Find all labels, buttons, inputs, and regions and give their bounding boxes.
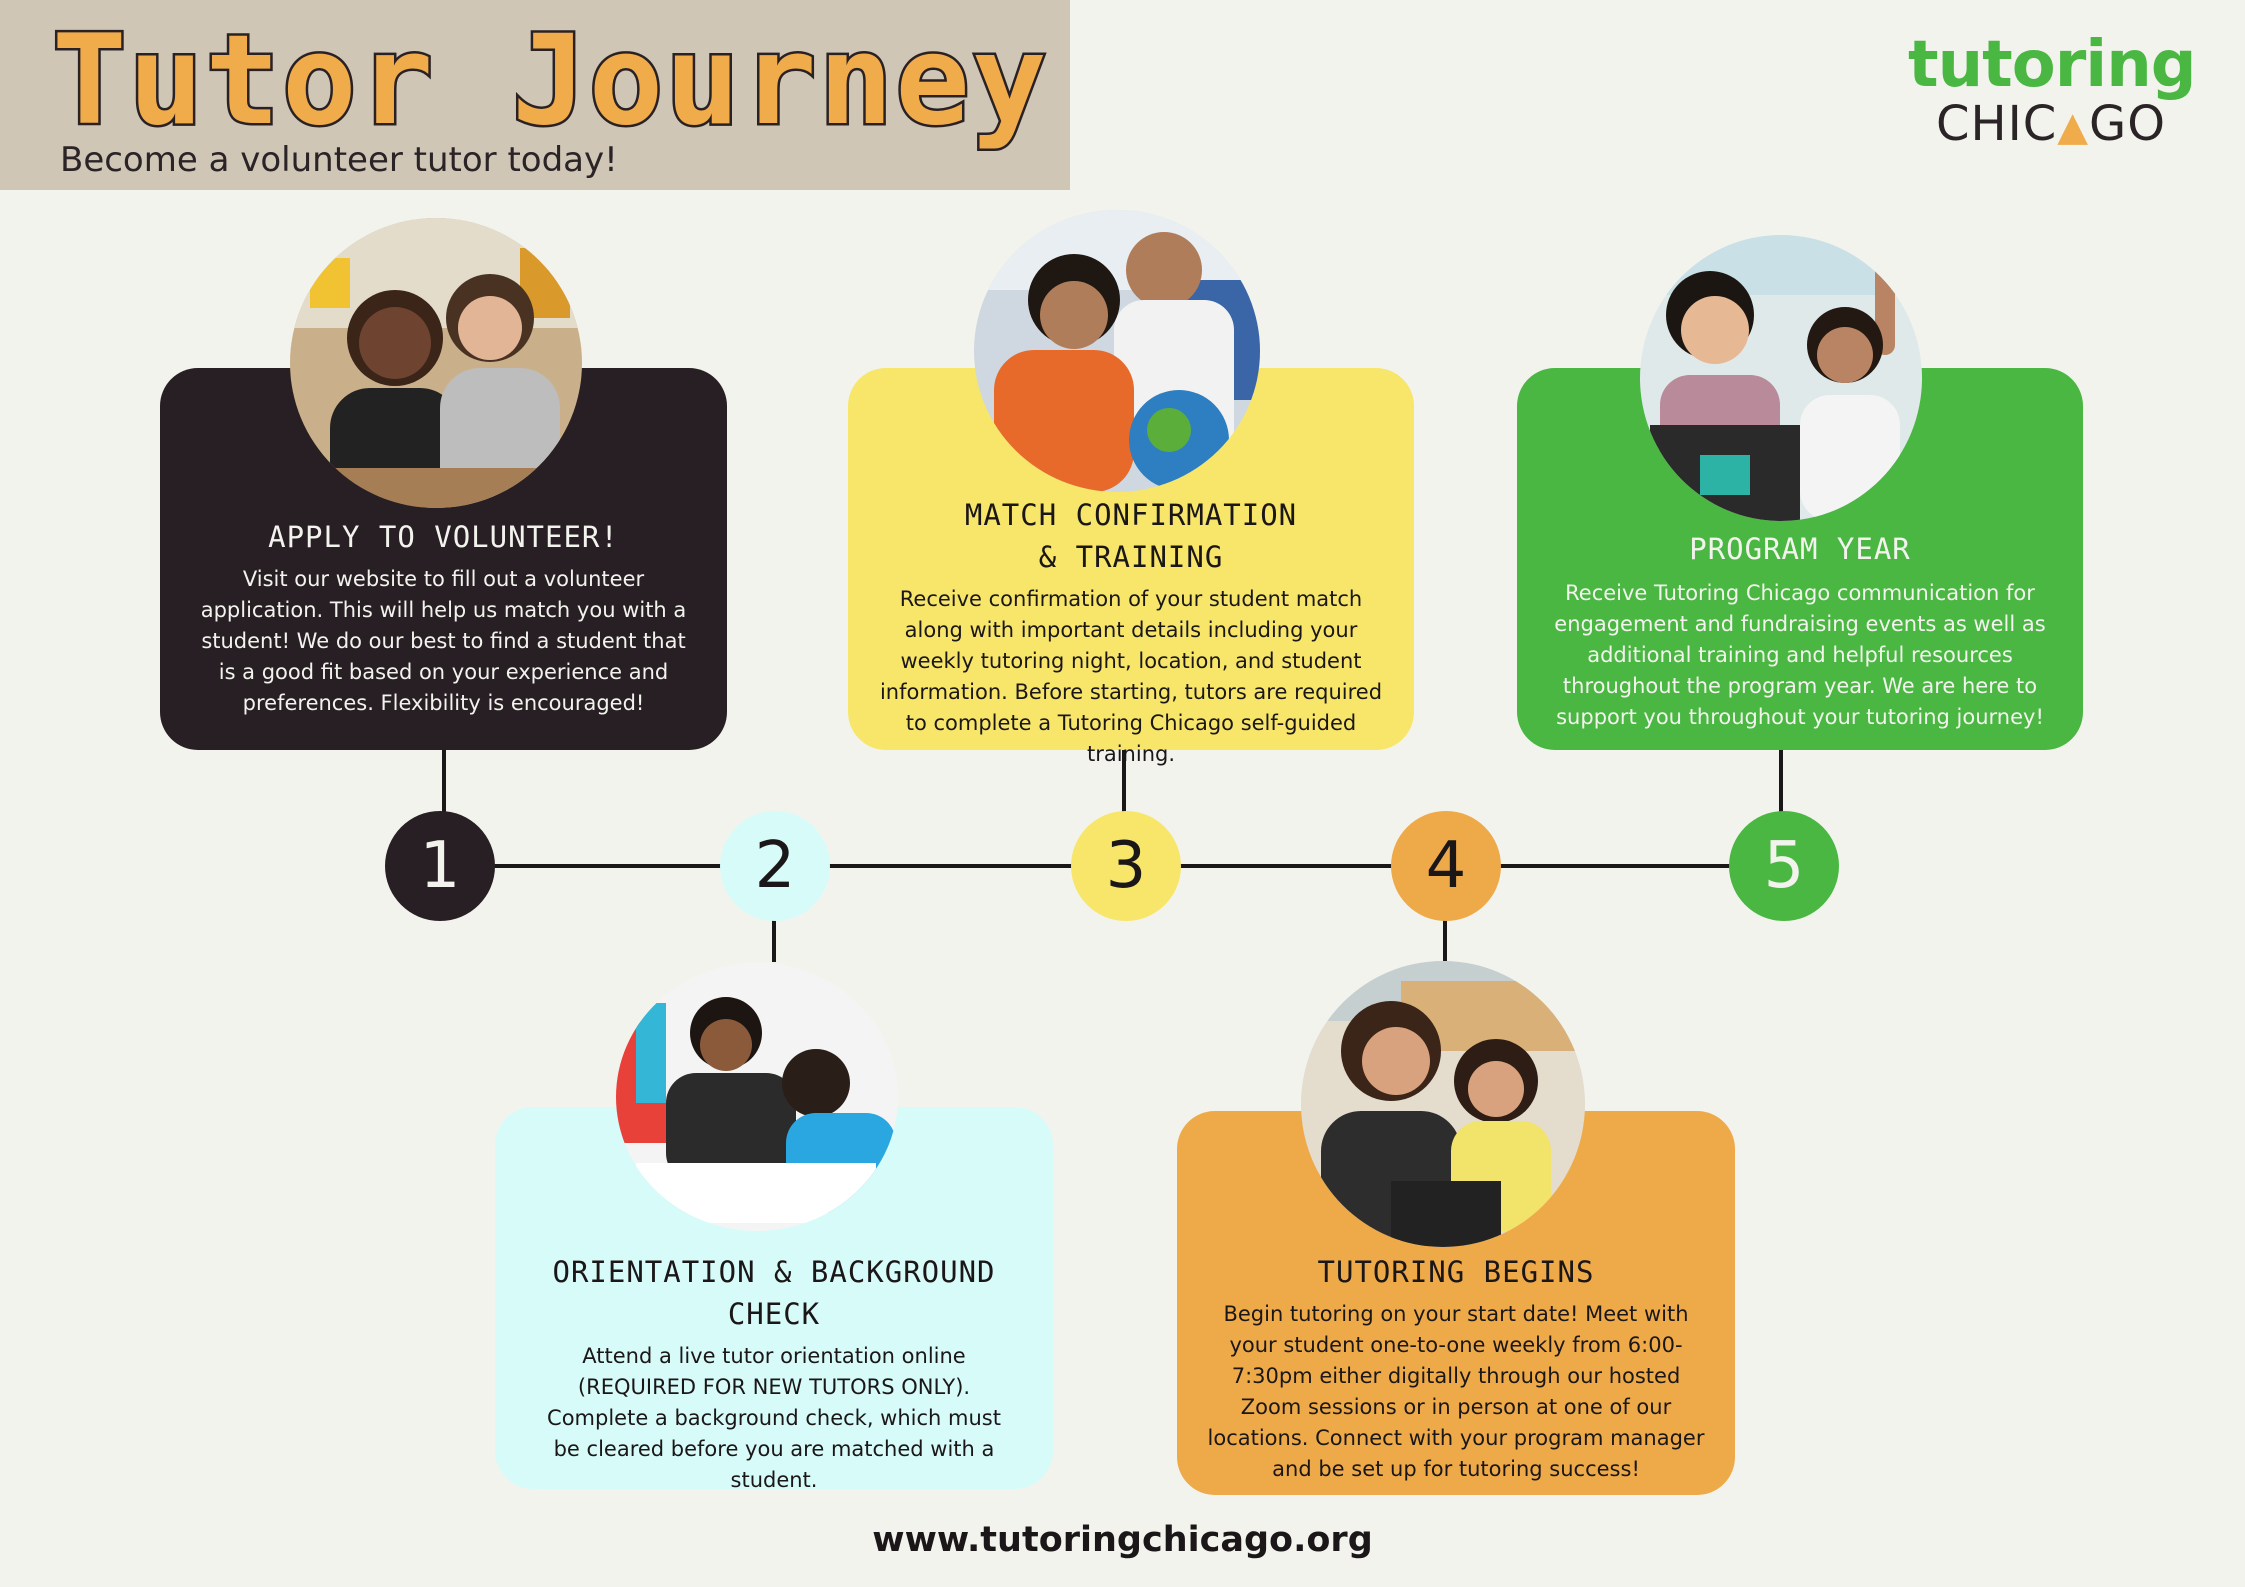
logo-word-chicago: CHIC▲GO — [1936, 98, 2166, 153]
step-2-title: ORIENTATION & BACKGROUND CHECK — [495, 1251, 1053, 1335]
connector-step-3 — [1122, 748, 1126, 818]
step-card-4: TUTORING BEGINS Begin tutoring on your s… — [1177, 1111, 1735, 1495]
step-4-photo — [1301, 961, 1585, 1247]
step-number-2: 2 — [720, 811, 830, 921]
connector-step-1 — [442, 748, 446, 818]
tutoring-chicago-logo[interactable]: tutoring CHIC▲GO — [1900, 30, 2200, 150]
step-number-5-label: 5 — [1763, 829, 1805, 903]
logo-go: GO — [2089, 96, 2167, 152]
step-3-photo — [974, 210, 1260, 492]
step-card-1: APPLY TO VOLUNTEER! Visit our website to… — [160, 368, 727, 750]
step-2-photo — [616, 963, 898, 1231]
step-5-title-line-1: PROGRAM YEAR — [1689, 532, 1911, 566]
step-4-title: TUTORING BEGINS — [1177, 1251, 1735, 1293]
step-3-body: Receive confirmation of your student mat… — [879, 587, 1383, 766]
logo-chic: CHIC — [1936, 96, 2058, 152]
step-3-title: MATCH CONFIRMATION & TRAINING — [848, 494, 1414, 578]
step-4-title-line-1: TUTORING BEGINS — [1317, 1255, 1595, 1289]
step-number-3-label: 3 — [1105, 829, 1147, 903]
step-number-3: 3 — [1071, 811, 1181, 921]
step-number-4: 4 — [1391, 811, 1501, 921]
step-5-body: Receive Tutoring Chicago communication f… — [1554, 581, 2046, 729]
connector-step-4 — [1443, 914, 1447, 962]
step-1-title: APPLY TO VOLUNTEER! — [160, 516, 727, 558]
step-2-title-line-2: CHECK — [727, 1297, 821, 1331]
step-number-5: 5 — [1729, 811, 1839, 921]
step-number-4-label: 4 — [1425, 829, 1467, 903]
pencil-icon: ▲ — [2057, 104, 2090, 150]
step-1-body: Visit our website to fill out a voluntee… — [200, 567, 687, 715]
step-number-1: 1 — [385, 811, 495, 921]
step-number-1-label: 1 — [419, 829, 461, 903]
connector-step-2 — [772, 914, 776, 962]
step-2-body: Attend a live tutor orientation online (… — [547, 1344, 1001, 1492]
step-3-title-line-2: & TRAINING — [1038, 540, 1224, 574]
step-5-title: PROGRAM YEAR — [1517, 528, 2083, 570]
step-4-body: Begin tutoring on your start date! Meet … — [1207, 1302, 1705, 1481]
header-band — [0, 0, 1070, 190]
logo-word-tutoring: tutoring — [1908, 28, 2197, 102]
page-title: Tutor Journey — [50, 7, 1050, 156]
step-2-title-line-1: ORIENTATION & BACKGROUND — [552, 1255, 996, 1289]
step-1-title-line-1: APPLY TO VOLUNTEER! — [268, 520, 619, 554]
website-link[interactable]: www.tutoringchicago.org — [872, 1520, 1373, 1560]
step-3-title-line-1: MATCH CONFIRMATION — [964, 498, 1298, 532]
step-number-2-label: 2 — [754, 829, 796, 903]
page-subtitle: Become a volunteer tutor today! — [60, 140, 618, 180]
connector-step-5 — [1779, 748, 1783, 818]
step-5-photo — [1640, 235, 1922, 521]
step-1-photo — [290, 218, 582, 508]
